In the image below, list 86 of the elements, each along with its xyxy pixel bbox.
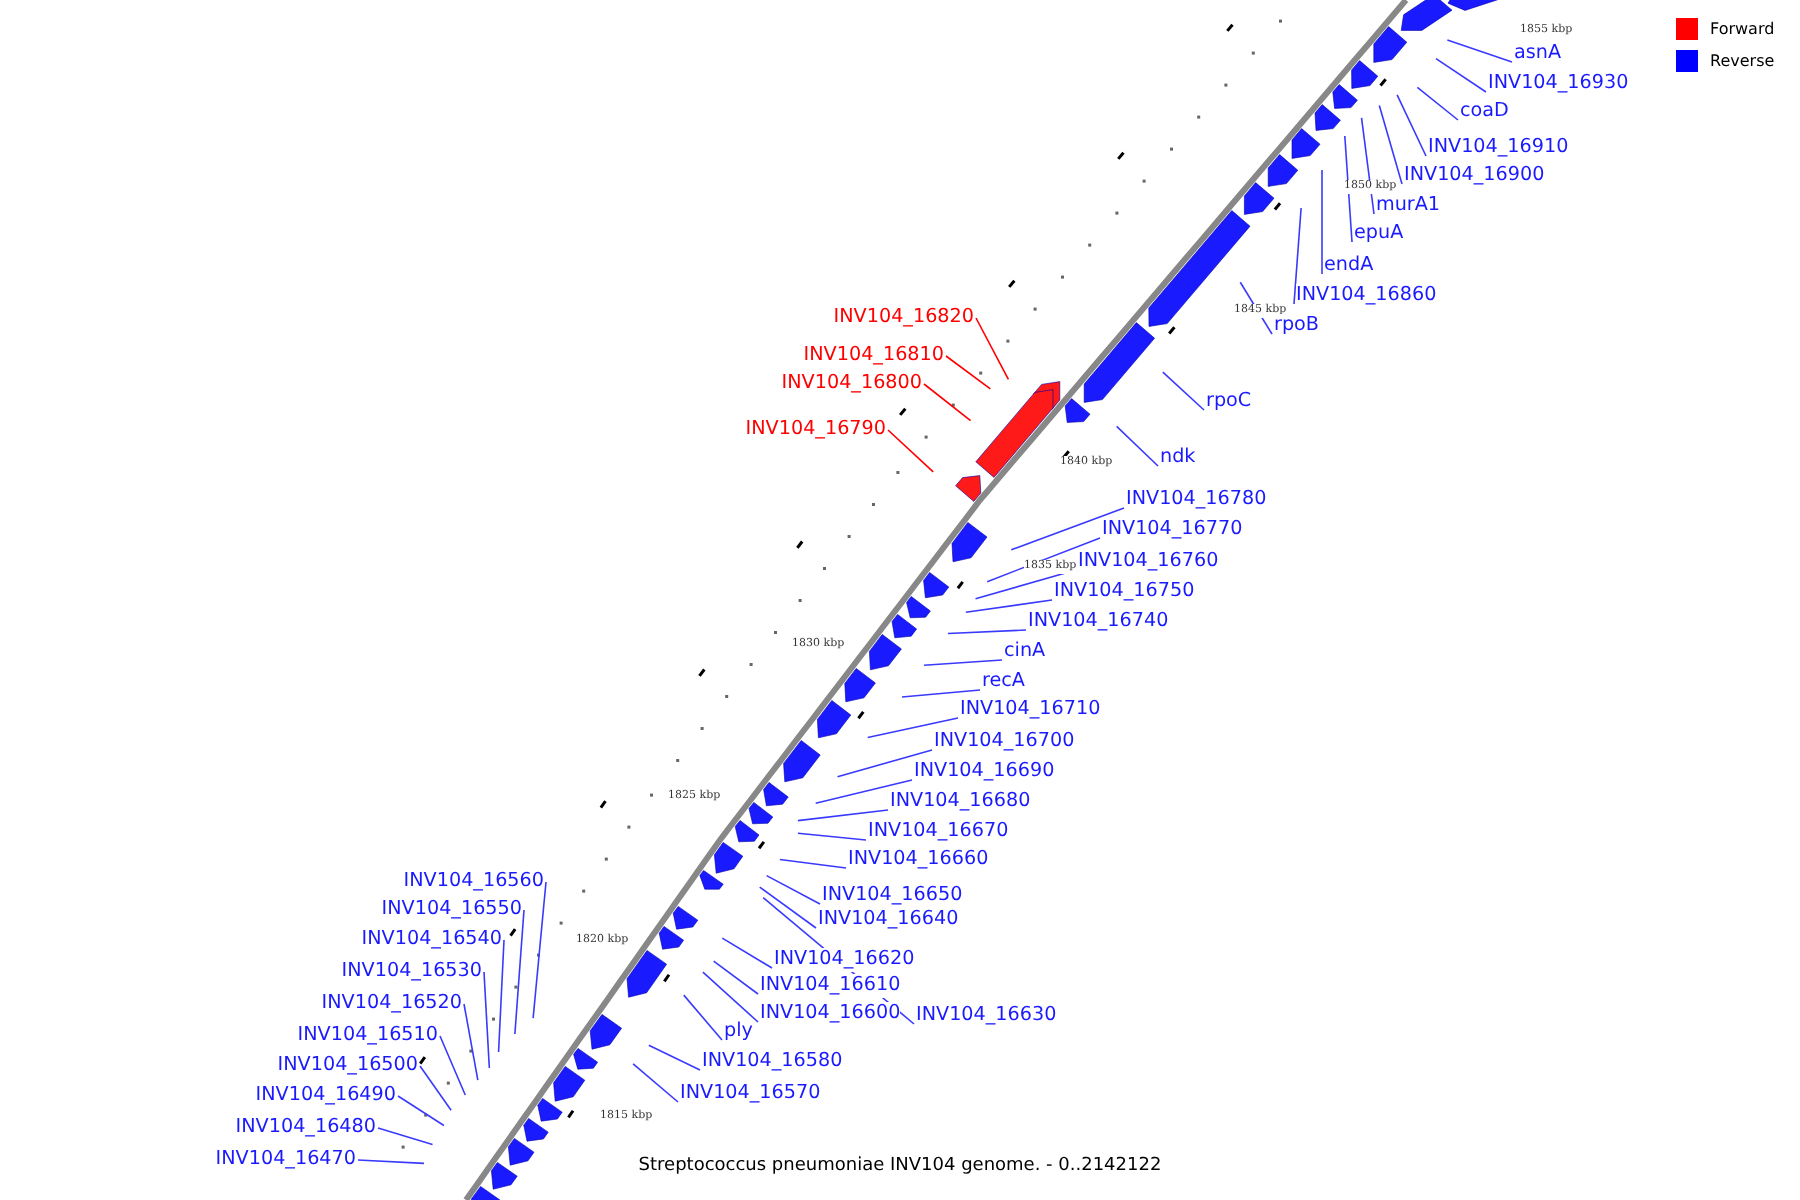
leader-line — [814, 779, 913, 804]
leader-line — [1321, 169, 1323, 275]
gene-label: rpoB — [1274, 314, 1319, 338]
gene-label: INV104_16680 — [890, 790, 1031, 814]
gene-label: INV104_16820 — [833, 306, 974, 330]
gene-label: INV104_16810 — [803, 344, 944, 368]
legend-label: Forward — [1710, 18, 1775, 40]
leader-line — [483, 971, 491, 1069]
gene-label: epuA — [1354, 222, 1404, 246]
leader-line — [1435, 57, 1487, 93]
gene-label: INV104_16630 — [916, 1004, 1057, 1028]
caption: Streptococcus pneumoniae INV104 genome. - 0..2142122 — [638, 1156, 1162, 1176]
leader-line — [866, 717, 959, 739]
gene-label: INV104_16540 — [361, 928, 502, 952]
gene-label: INV104_16740 — [1028, 610, 1169, 634]
leader-line — [758, 886, 817, 929]
gene-label: INV104_16640 — [818, 908, 959, 932]
gene-label: INV104_16860 — [1296, 284, 1437, 308]
gene-label: INV104_16700 — [934, 730, 1075, 754]
gene-label: INV104_16610 — [760, 974, 901, 998]
leader-line — [702, 971, 759, 1023]
gene-label: INV104_16690 — [914, 760, 1055, 784]
leader-line — [357, 1159, 425, 1165]
gene-label: INV104_16580 — [702, 1050, 843, 1074]
gene-label: INV104_16800 — [781, 372, 922, 396]
gene-label: INV104_16530 — [341, 960, 482, 984]
leader-line — [532, 881, 547, 1019]
gene-label: INV104_16490 — [255, 1084, 396, 1108]
leader-line — [683, 994, 723, 1041]
gene-label: INV104_16480 — [235, 1116, 376, 1140]
gene-label: INV104_16470 — [215, 1148, 356, 1172]
leader-line — [1378, 104, 1403, 185]
leader-line — [497, 939, 505, 1053]
leader-line — [1293, 207, 1302, 305]
leader-line — [419, 1065, 452, 1111]
leader-line — [514, 909, 525, 1035]
leader-line — [632, 1063, 679, 1103]
leader-line — [721, 937, 773, 969]
leader-line — [648, 1044, 701, 1071]
leader-line — [1115, 425, 1159, 467]
leader-line — [836, 749, 933, 778]
gene-label: INV104_16550 — [381, 898, 522, 922]
leader-line — [1416, 86, 1459, 121]
gene-label: INV104_16650 — [822, 884, 963, 908]
leader-line — [397, 1095, 445, 1127]
leader-line — [797, 832, 867, 841]
gene-label: INV104_16500 — [277, 1054, 418, 1078]
leader-line — [1010, 507, 1125, 551]
leader-line — [1396, 94, 1427, 157]
gene-label: INV104_16790 — [745, 418, 886, 442]
gene-label: INV104_16900 — [1404, 164, 1545, 188]
leader-line — [945, 355, 992, 390]
leader-line — [965, 599, 1053, 614]
gene-label: INV104_16760 — [1078, 550, 1219, 574]
gene-label: INV104_16600 — [760, 1002, 901, 1026]
gene-label: INV104_16560 — [403, 870, 544, 894]
leader-line — [975, 317, 1010, 381]
leader-line — [712, 960, 759, 995]
gene-label: INV104_16620 — [774, 948, 915, 972]
leader-line — [923, 383, 972, 422]
gene-label: INV104_16910 — [1428, 136, 1569, 160]
gene-label: rpoC — [1206, 390, 1252, 414]
gene-label: INV104_16930 — [1488, 72, 1629, 96]
gene-label: INV104_16520 — [321, 992, 462, 1016]
leader-line — [439, 1035, 467, 1096]
gene-label: INV104_16770 — [1102, 518, 1243, 542]
gene-label: INV104_16660 — [848, 848, 989, 872]
gene-label: ply — [724, 1020, 753, 1044]
gene-label: INV104_16710 — [960, 698, 1101, 722]
leader-line — [463, 1003, 479, 1081]
gene-label: INV104_16670 — [868, 820, 1009, 844]
leader-line — [947, 629, 1027, 635]
leader-line — [377, 1127, 434, 1146]
leader-line — [765, 874, 821, 905]
leader-line — [779, 858, 847, 869]
leader-line — [797, 809, 889, 822]
leader-line — [1162, 371, 1205, 411]
legend-label: Reverse — [1710, 50, 1775, 72]
leader-line — [901, 689, 981, 698]
gene-label: INV104_16750 — [1054, 580, 1195, 604]
gene-label: INV104_16510 — [297, 1024, 438, 1048]
leader-line — [1446, 39, 1513, 63]
leader-line — [887, 429, 934, 473]
leader-line — [923, 659, 1003, 666]
gene-label: INV104_16780 — [1126, 488, 1267, 512]
gene-label: INV104_16570 — [680, 1082, 821, 1106]
